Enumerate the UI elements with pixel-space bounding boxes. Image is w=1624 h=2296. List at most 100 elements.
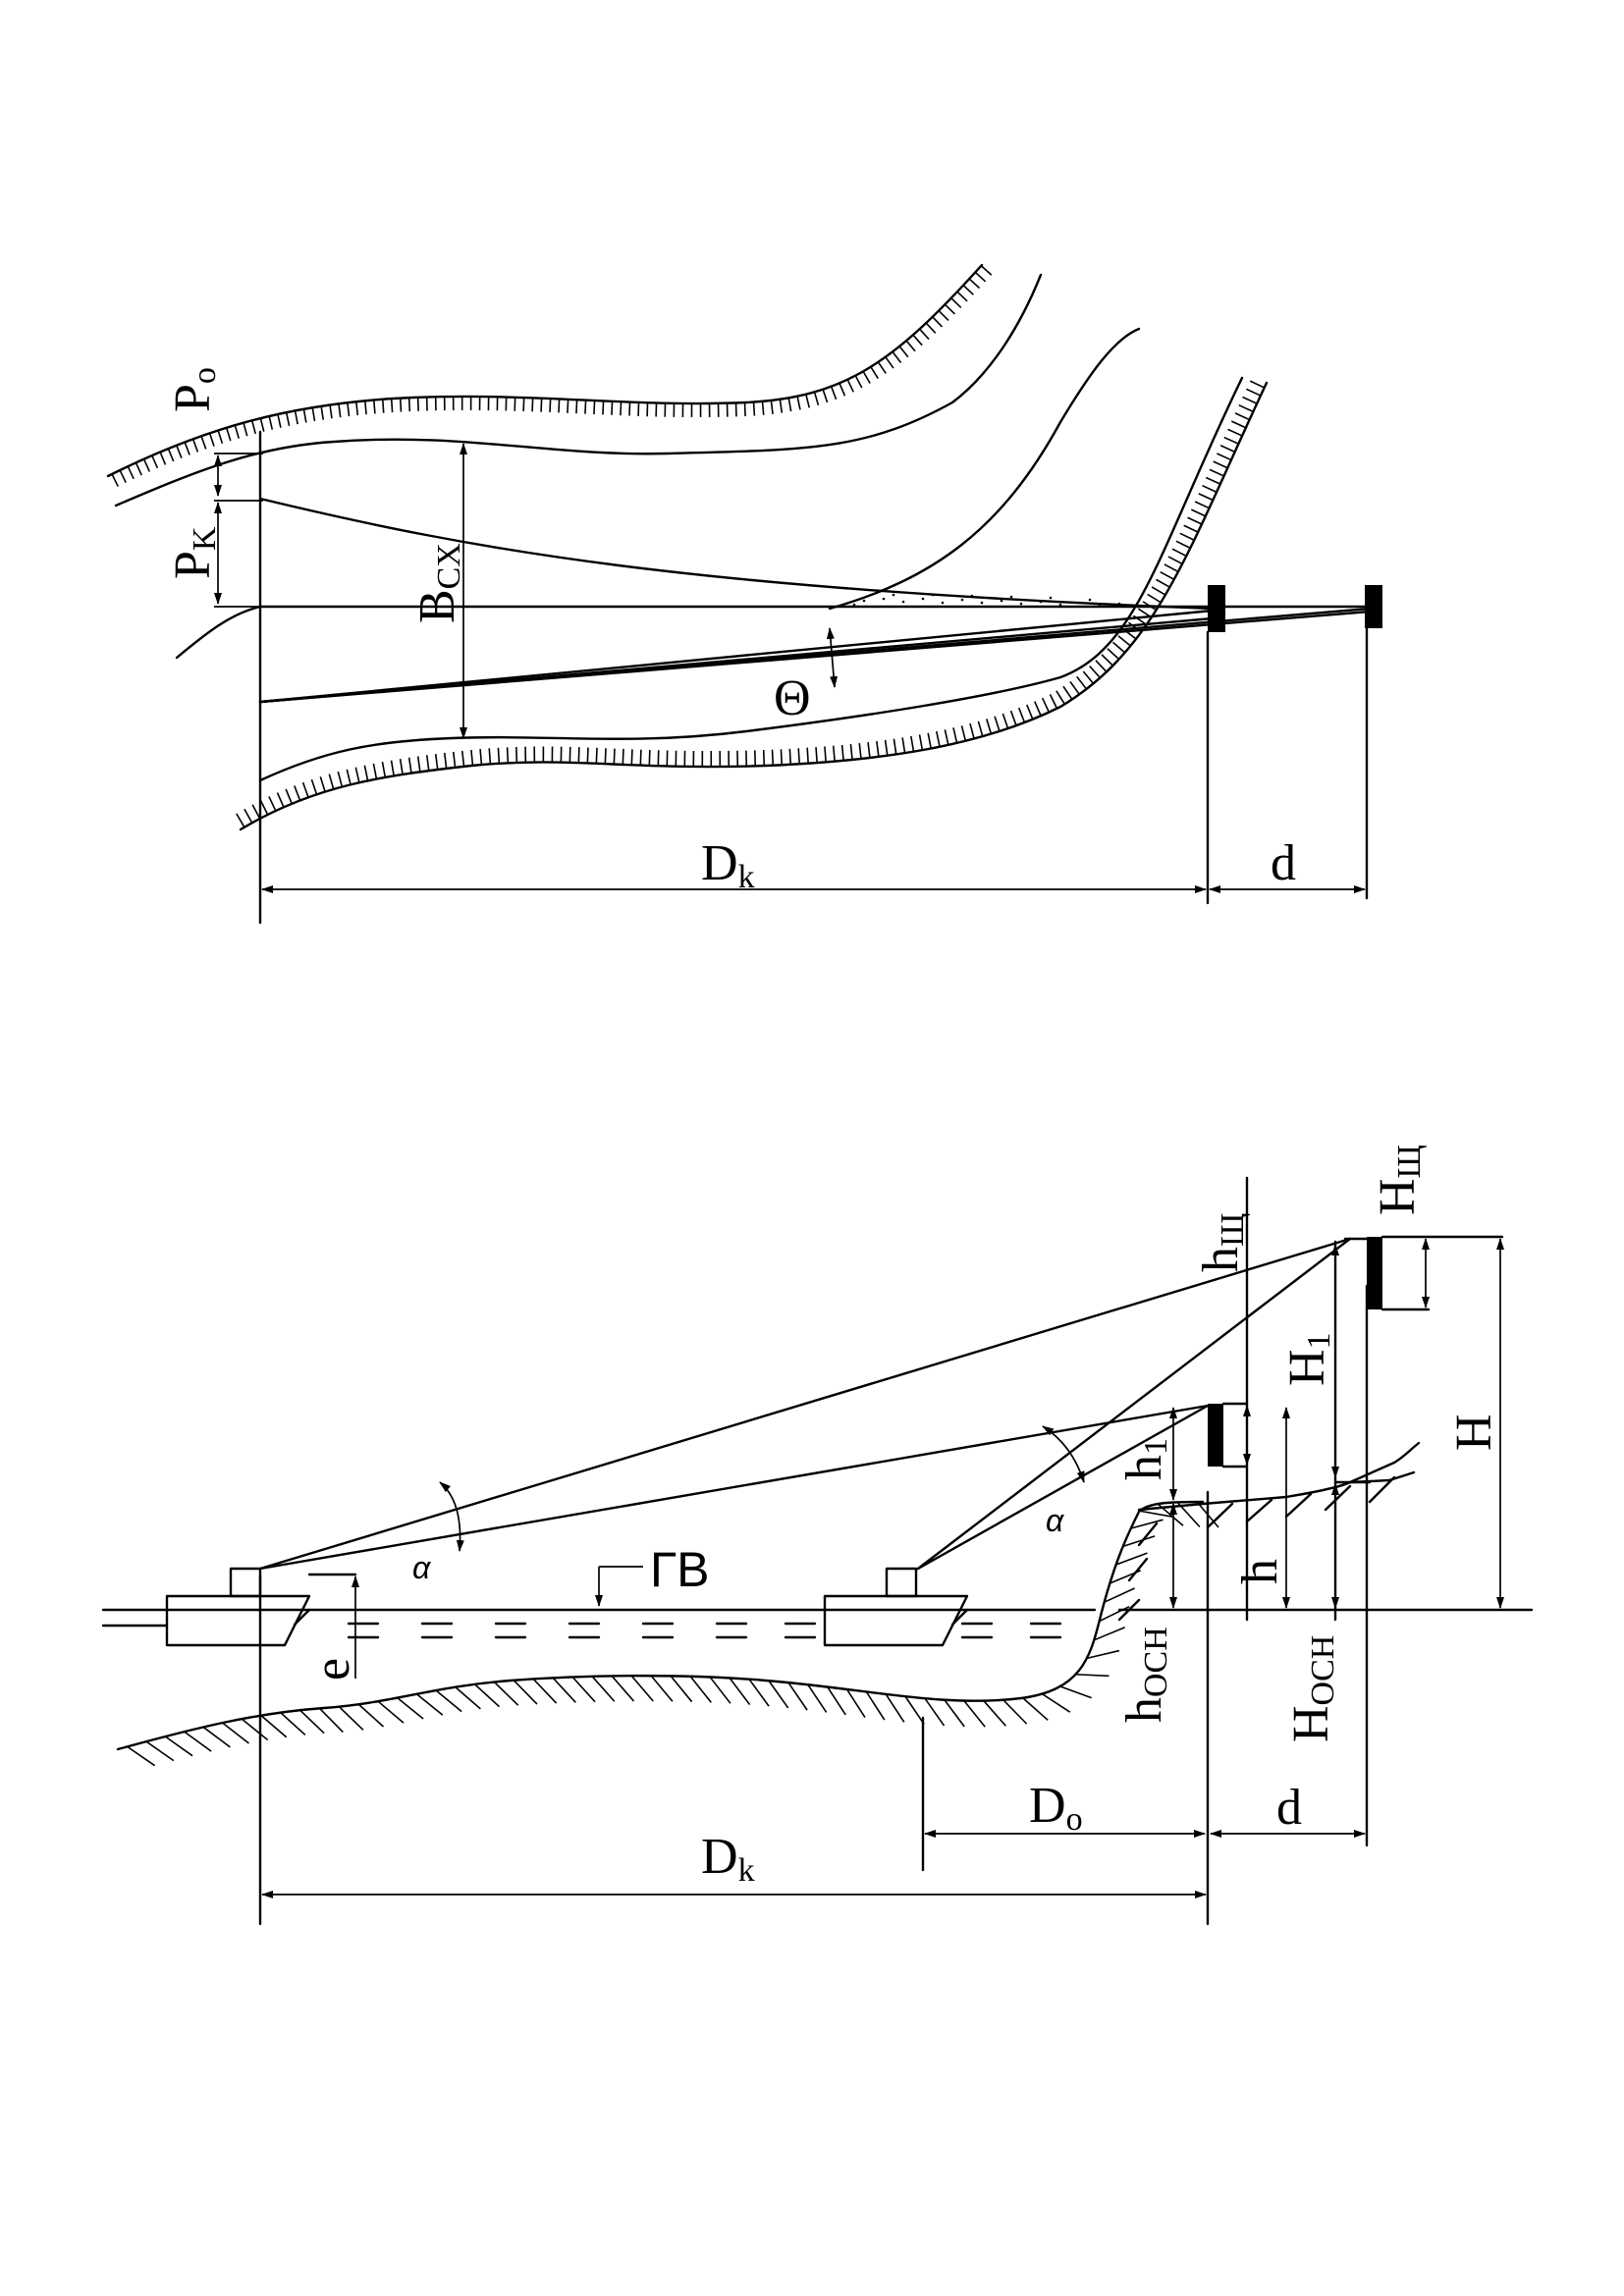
hatch-tick: [761, 400, 765, 415]
rear-leading-sign-profile: [1367, 1237, 1382, 1309]
hatch-tick: [611, 400, 614, 415]
label-alpha-right: α: [1046, 1503, 1064, 1538]
label-d-k-top: Dk: [701, 835, 755, 895]
hatch-tick: [927, 732, 932, 749]
hatch-tick: [960, 725, 967, 741]
hatch-tick: [845, 1688, 866, 1718]
hatch-tick: [571, 1676, 596, 1703]
hatch-tick: [276, 792, 285, 808]
hatch-tick: [1117, 635, 1131, 647]
lower-channel-line: [258, 376, 1244, 782]
label-H-osn: HOCH: [1283, 1635, 1341, 1742]
hatch-tick: [1217, 453, 1232, 461]
hatch-tick: [952, 727, 958, 744]
hatch-tick: [780, 749, 784, 766]
front-leading-sign: [1208, 585, 1225, 632]
hatch-tick: [1249, 380, 1266, 389]
hatch-tick: [202, 1726, 231, 1748]
hatch-tick: [1190, 508, 1207, 517]
hatch-tick: [244, 808, 253, 824]
hatch-tick: [1223, 436, 1239, 445]
hatch-tick: [151, 454, 159, 469]
hatch-tick: [425, 755, 430, 772]
hatch-tick: [849, 743, 853, 761]
hatch-tick: [815, 747, 818, 764]
hatch-tick: [234, 424, 241, 439]
right-vessel: [823, 1567, 969, 1647]
hatch-tick: [944, 303, 956, 315]
hatch-tick: [443, 752, 448, 770]
hatch-tick: [1101, 654, 1113, 667]
hatch-tick: [1082, 670, 1095, 684]
hatch-tick: [832, 745, 836, 762]
hatch-tick: [159, 452, 167, 465]
hatch-tick: [824, 746, 827, 763]
hatch-tick: [689, 1676, 712, 1703]
hatch-tick: [1086, 1649, 1120, 1660]
hatch-tick: [611, 1675, 635, 1702]
hatch-tick: [515, 746, 518, 763]
hatch-tick: [870, 366, 879, 380]
dotted-sector-dots: [852, 593, 1121, 607]
hatch-tick: [191, 438, 199, 453]
hatch-tick: [822, 389, 829, 403]
hatch-tick: [650, 1675, 674, 1702]
hatch-tick: [968, 278, 981, 290]
hatch-tick: [1213, 460, 1228, 469]
hatch-tick: [905, 340, 916, 352]
hatch-tick: [1139, 1510, 1173, 1518]
hatch-tick: [268, 796, 277, 812]
hatch-tick: [1017, 707, 1026, 723]
hatch-tick: [944, 1699, 965, 1728]
hatch-tick: [372, 400, 376, 414]
lower-bank-line: [239, 381, 1269, 831]
hatch-tick: [877, 361, 887, 374]
hatch-tick: [540, 398, 543, 412]
hatch-tick: [473, 1683, 501, 1708]
label-theta: Θ: [774, 670, 811, 726]
hatch-tick: [200, 435, 207, 450]
left-vessel: [165, 1567, 311, 1647]
hatch-tick: [208, 433, 215, 447]
hatch-tick: [241, 1718, 269, 1741]
hatch-tick: [752, 401, 756, 416]
hatch-tick: [1009, 710, 1017, 726]
hatch-tick: [328, 774, 335, 790]
hatch-tick: [591, 1676, 616, 1702]
upper-bank-hatching: [111, 265, 993, 487]
riverbed-profile: [116, 1500, 1205, 1751]
label-H: H: [1446, 1414, 1502, 1451]
hatch-tick: [807, 1683, 828, 1713]
label-h: h: [1232, 1559, 1288, 1584]
hatch-tick: [584, 400, 587, 414]
hatch-tick: [787, 398, 792, 412]
hatch-tick: [944, 729, 949, 746]
hatch-tick: [301, 781, 309, 798]
hatch-tick: [452, 751, 457, 768]
hatch-tick: [919, 328, 930, 341]
hatch-tick: [1107, 648, 1120, 661]
hatch-tick: [277, 413, 282, 428]
label-alpha-left: α: [412, 1550, 431, 1585]
hatch-tick: [338, 1706, 364, 1731]
hatch-tick: [355, 401, 359, 416]
upper-bank-line: [106, 263, 984, 478]
hatch-tick: [602, 400, 605, 415]
hatch-tick: [184, 442, 190, 455]
hatch-tick: [1122, 1535, 1156, 1548]
hatch-tick: [1034, 701, 1042, 717]
hatch-tick: [1112, 641, 1126, 654]
hatch-tick: [762, 750, 766, 767]
label-d-k-bottom: Dk: [701, 1829, 755, 1889]
hatch-tick: [805, 394, 811, 408]
hatch-tick: [830, 386, 838, 400]
hatch-tick: [127, 1745, 156, 1767]
hatch-tick: [1230, 420, 1247, 429]
hatch-tick: [488, 748, 492, 765]
hatch-tick: [956, 291, 968, 302]
hatch-tick: [639, 749, 642, 766]
label-d-o: Do: [1029, 1778, 1083, 1838]
hatch-tick: [884, 739, 889, 756]
label-p-o: Po: [165, 367, 223, 412]
hatch-tick: [1002, 1699, 1028, 1725]
